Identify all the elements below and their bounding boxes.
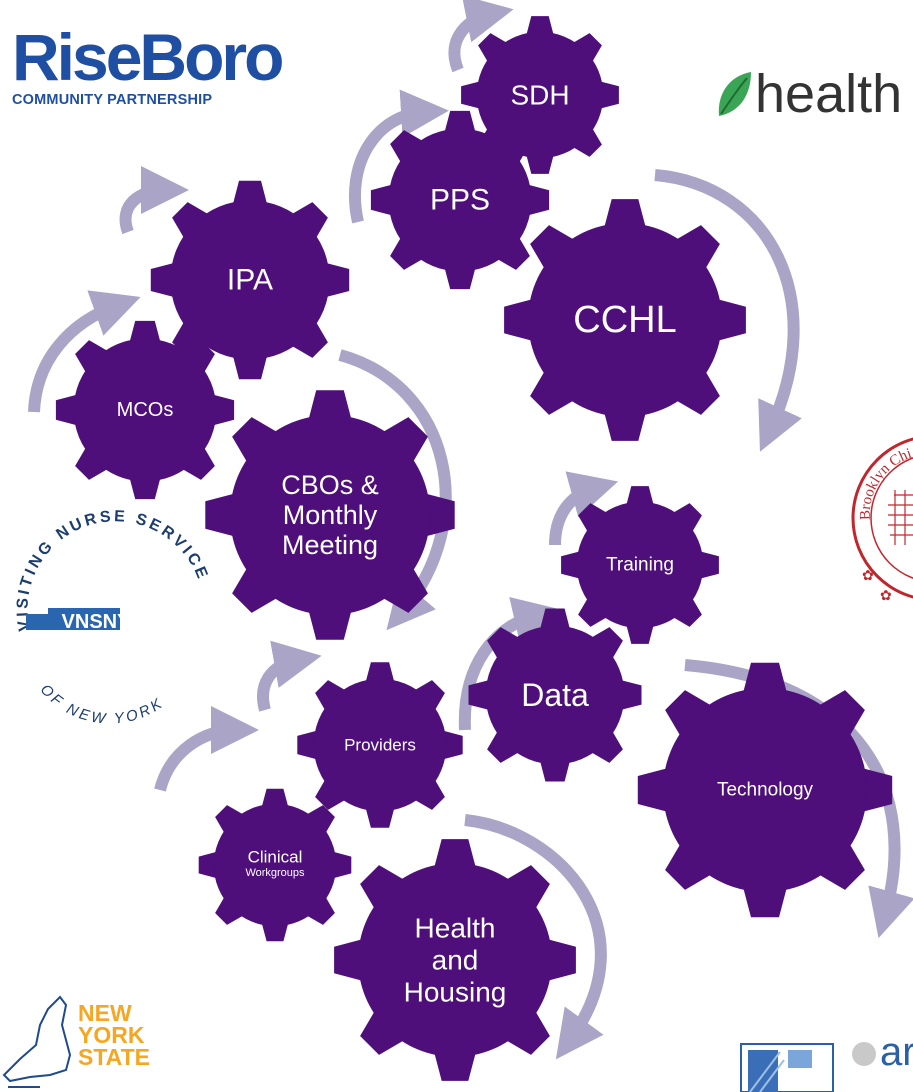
vnsny-ring-bottom: OF NEW YORK (37, 681, 165, 728)
nys-map-icon (2, 995, 72, 1088)
gear-hub (528, 223, 722, 417)
gear-hub (230, 415, 430, 615)
cycle-arrow (119, 166, 189, 235)
gear-hub (213, 803, 337, 927)
gear-label: Data (521, 677, 589, 713)
vnsny-center: VNSNY (62, 611, 132, 633)
gear-hub (576, 501, 704, 629)
gear-label: IPA (227, 264, 273, 297)
vnsny-graphic: VISITING NURSE SERVICE OF NEW YORK VNSNY (14, 508, 208, 728)
gear-label: Workgroups (245, 867, 305, 879)
gear-providers: Providers (297, 662, 463, 828)
gear-sdh: SDH (461, 16, 619, 174)
cycle-arrow (549, 471, 619, 546)
gear-label: Monthly (283, 500, 378, 530)
gear-hub (73, 338, 217, 482)
svg-text:✿: ✿ (862, 568, 874, 584)
riseboro-name: RiseBoro (12, 20, 284, 94)
svg-text:OF NEW YORK: OF NEW YORK (37, 681, 168, 728)
cycle-arrow (28, 290, 141, 413)
gear-label: CBOs & (281, 470, 379, 500)
riseboro-tagline: COMMUNITY PARTNERSHIP (12, 92, 213, 108)
cycle-arrow (338, 349, 452, 631)
svg-text:✿: ✿ (880, 588, 892, 604)
gear-hub (170, 200, 330, 360)
nys-line: STATE (78, 1044, 150, 1070)
nys-text: NEW YORK STATE (78, 1000, 150, 1070)
gear-label: Meeting (282, 530, 378, 560)
gear-hub (485, 625, 625, 765)
gear-label: PPS (430, 184, 490, 217)
cycle-arrow (154, 706, 259, 792)
gear-hub (476, 31, 604, 159)
gear-label: and (432, 945, 479, 976)
gear-label: MCOs (117, 399, 174, 421)
cycle-arrow (654, 169, 802, 452)
cycle-arrow (464, 814, 607, 1060)
gear-mcos: MCOs (55, 320, 235, 500)
gear-hub (388, 128, 532, 272)
gear-cchl: CCHL (504, 199, 746, 441)
gear-pps: PPS (370, 110, 550, 290)
gear-training: Training (561, 486, 719, 644)
gear-hub (663, 688, 867, 892)
arc-logo: ar (740, 1040, 913, 1092)
leaf-icon (718, 72, 751, 116)
cycle-arrow (448, 0, 514, 73)
arc-emblem-icon (740, 1042, 876, 1092)
arc-text: ar (880, 1040, 913, 1074)
bcac-seal: Brooklyn Chi ✿ ✿ (850, 410, 913, 625)
gear-label: Technology (717, 780, 814, 801)
vnsny-seal: VISITING NURSE SERVICE OF NEW YORK VNSNY (0, 490, 230, 730)
gear-label: SDH (510, 80, 569, 111)
gear-data: Data (468, 608, 642, 782)
riseboro-logo: RiseBoro COMMUNITY PARTNERSHIP (12, 24, 292, 120)
gear-hub (358, 863, 552, 1057)
nys-logo: NEW YORK STATE (0, 995, 200, 1092)
nys-line: NEW (78, 1000, 132, 1026)
nys-line: YORK (78, 1022, 145, 1048)
gear-technology: Technology (637, 662, 893, 918)
gear-label: Providers (344, 736, 416, 755)
gear-label: Housing (404, 977, 507, 1008)
cycle-arrow (348, 89, 449, 224)
cycle-arrow (458, 597, 562, 731)
healthfirst-logo: health (715, 66, 913, 126)
gear-label: Clinical (248, 848, 303, 867)
gear-label: Training (606, 555, 674, 576)
cycle-arrow (257, 640, 322, 712)
bcac-seal-graphic: Brooklyn Chi ✿ ✿ (851, 437, 913, 604)
gear-label: Health (415, 913, 496, 944)
gear-label: CCHL (573, 299, 676, 341)
gear-ipa: IPA (150, 180, 350, 380)
healthfirst-text: health (755, 66, 903, 124)
gear-hub (313, 678, 447, 812)
